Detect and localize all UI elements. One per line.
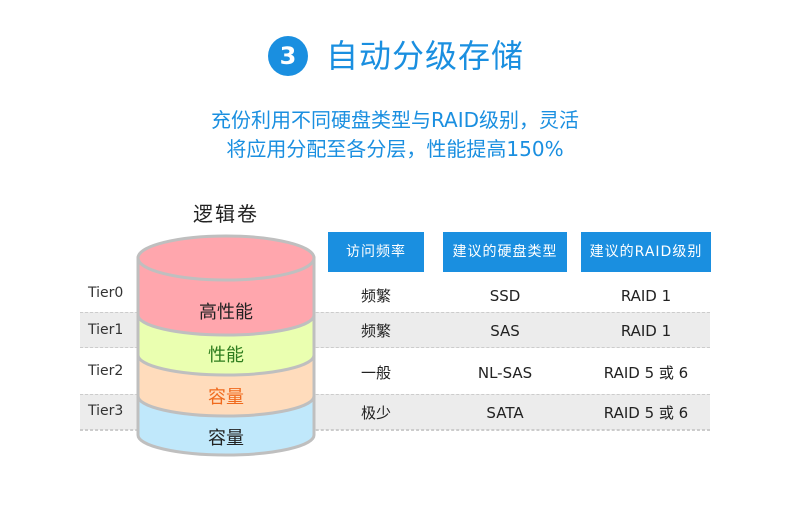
tier-label: Tier2: [88, 363, 124, 379]
logical-volume-label: 逻辑卷: [193, 202, 259, 226]
tier-label: Tier3: [88, 403, 124, 419]
cell-disk-type: SATA: [486, 404, 524, 422]
cell-raid-level: RAID 1: [620, 287, 672, 305]
cell-frequency: 频繁: [360, 322, 391, 340]
cell-raid-level: RAID 5 或 6: [603, 364, 689, 382]
header: 3 自动分级存储: [0, 30, 790, 86]
row-separator: [80, 430, 710, 431]
cell-frequency: 频繁: [360, 287, 391, 305]
subtitle-line-2: 将应用分配至各分层，性能提高150%: [226, 137, 564, 161]
cell-raid-level: RAID 5 或 6: [603, 404, 689, 422]
layer-label-capacity: 容量: [208, 387, 244, 408]
tier-label: Tier0: [88, 285, 124, 301]
cell-raid-level: RAID 1: [620, 322, 672, 340]
layer-label-performance: 性能: [208, 345, 244, 366]
cell-disk-type: SSD: [489, 287, 521, 305]
cylinder-top: [136, 234, 316, 282]
tier-label: Tier1: [88, 322, 124, 338]
layer-label-high-performance: 高性能: [199, 302, 253, 323]
cell-disk-type: SAS: [490, 322, 520, 340]
layer-label-capacity: 容量: [208, 428, 244, 449]
column-header-raid-level: 建议的RAID级别: [581, 232, 711, 272]
subtitle-line-1: 充份利用不同硬盘类型与RAID级别，灵活: [210, 108, 580, 132]
cell-frequency: 一般: [360, 364, 391, 382]
column-header-disk-type: 建议的硬盘类型: [443, 232, 567, 272]
step-number-badge: 3: [268, 36, 308, 76]
cell-disk-type: NL-SAS: [477, 364, 533, 382]
cell-frequency: 极少: [360, 404, 391, 422]
page-title: 自动分级存储: [326, 37, 525, 75]
column-header-access-frequency: 访问频率: [328, 232, 424, 272]
